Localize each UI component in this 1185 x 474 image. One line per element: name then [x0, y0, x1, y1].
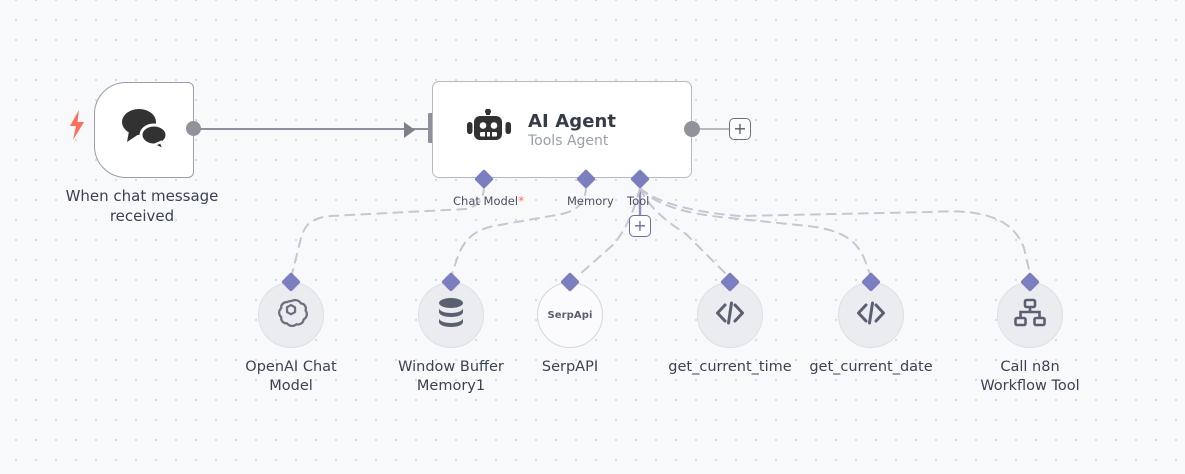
node-get-current-date[interactable]: get_current_date	[809, 272, 933, 375]
node-call-n8n-workflow-tool[interactable]: Call n8n Workflow Tool	[980, 272, 1080, 394]
serpapi-icon-wrap: SerpApi	[537, 282, 603, 348]
node-label-call-n8n-workflow-tool: Call n8n Workflow Tool	[980, 359, 1080, 394]
node-label-get-current-time: get_current_time	[668, 359, 792, 375]
code-icon-wrap-time	[697, 282, 763, 348]
robot-icon	[467, 108, 511, 151]
node-openai-chat-model[interactable]: OpenAI Chat Model	[245, 272, 337, 394]
wire-tool-date	[639, 187, 871, 275]
node-serpapi[interactable]: SerpApi SerpAPI	[537, 272, 603, 375]
add-node-button[interactable]: +	[729, 118, 751, 140]
port-label-tool: Tool	[627, 194, 650, 208]
agent-subtitle: Tools Agent	[528, 132, 609, 149]
agent-output-connector[interactable]	[684, 121, 700, 137]
code-icon-wrap-date	[838, 282, 904, 348]
openai-icon-wrap	[258, 282, 324, 348]
node-when-chat-message-received[interactable]	[94, 82, 194, 178]
database-icon	[435, 296, 467, 334]
lightning-bolt-icon	[68, 110, 86, 140]
wire-tool-n8n	[639, 187, 1031, 275]
node-window-buffer-memory1[interactable]: Window Buffer Memory1	[398, 272, 504, 394]
node-label-get-current-date: get_current_date	[809, 359, 933, 375]
agent-input-arrow-icon	[404, 122, 415, 138]
openai-icon	[274, 296, 308, 334]
port-label-chat-model: Chat Model*	[453, 194, 525, 208]
port-label-memory: Memory	[567, 194, 614, 208]
node-label-when-chat-message-received: When chat message received	[65, 187, 219, 225]
code-icon	[855, 300, 887, 330]
trigger-output-connector[interactable]	[186, 121, 201, 136]
wire-tool-time	[639, 187, 727, 275]
node-ai-agent[interactable]: AI Agent Tools Agent	[432, 81, 692, 178]
node-get-current-time[interactable]: get_current_time	[668, 272, 792, 375]
database-icon-wrap	[418, 282, 484, 348]
sitemap-icon-wrap	[997, 282, 1063, 348]
node-label-serpapi: SerpAPI	[541, 359, 599, 375]
sitemap-icon	[1014, 298, 1046, 332]
chat-bubbles-icon	[117, 106, 171, 154]
add-tool-button[interactable]: +	[629, 215, 651, 237]
serpapi-icon: SerpApi	[547, 309, 593, 321]
node-label-window-buffer-memory1: Window Buffer Memory1	[398, 359, 504, 394]
code-icon	[714, 300, 746, 330]
agent-title: AI Agent	[528, 110, 617, 132]
node-label-openai-chat-model: OpenAI Chat Model	[245, 359, 337, 394]
